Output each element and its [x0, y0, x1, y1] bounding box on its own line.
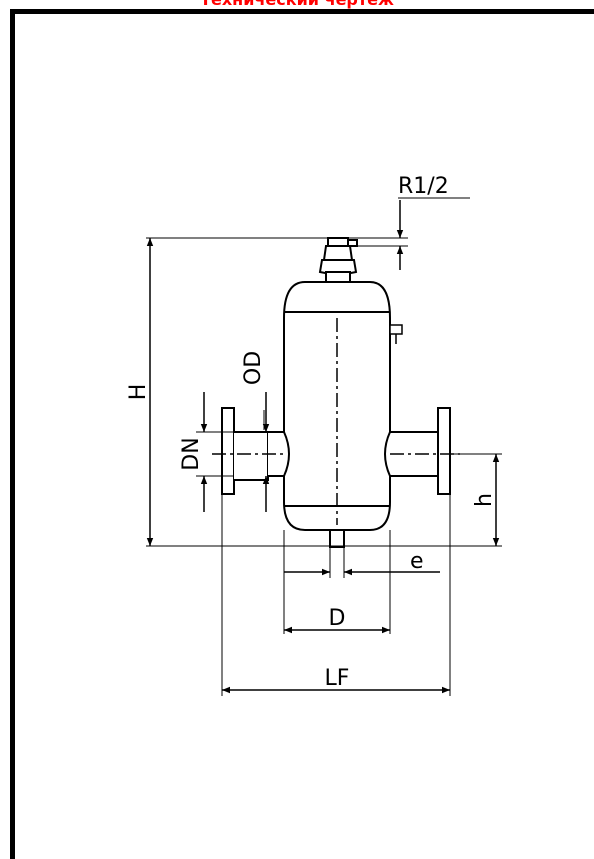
label-R: R1/2: [398, 174, 449, 199]
label-LF: LF: [325, 666, 350, 691]
drain-pipe: [329, 529, 345, 548]
dimension-lines: [146, 200, 500, 694]
label-DN: DN: [179, 437, 204, 470]
right-nozzle: [384, 407, 451, 495]
extension-lines: [146, 197, 502, 696]
drawing-title: Технический чертеж: [0, 0, 594, 9]
frame-left-border: [10, 9, 15, 859]
air-vent: [318, 237, 358, 283]
label-H: H: [126, 384, 151, 401]
side-fitting: [389, 324, 403, 335]
frame-top-border: [10, 9, 594, 14]
label-h: h: [472, 493, 497, 507]
label-e: e: [410, 549, 424, 574]
left-nozzle: [221, 407, 290, 495]
label-D: D: [329, 606, 346, 631]
label-OD: OD: [241, 351, 266, 385]
